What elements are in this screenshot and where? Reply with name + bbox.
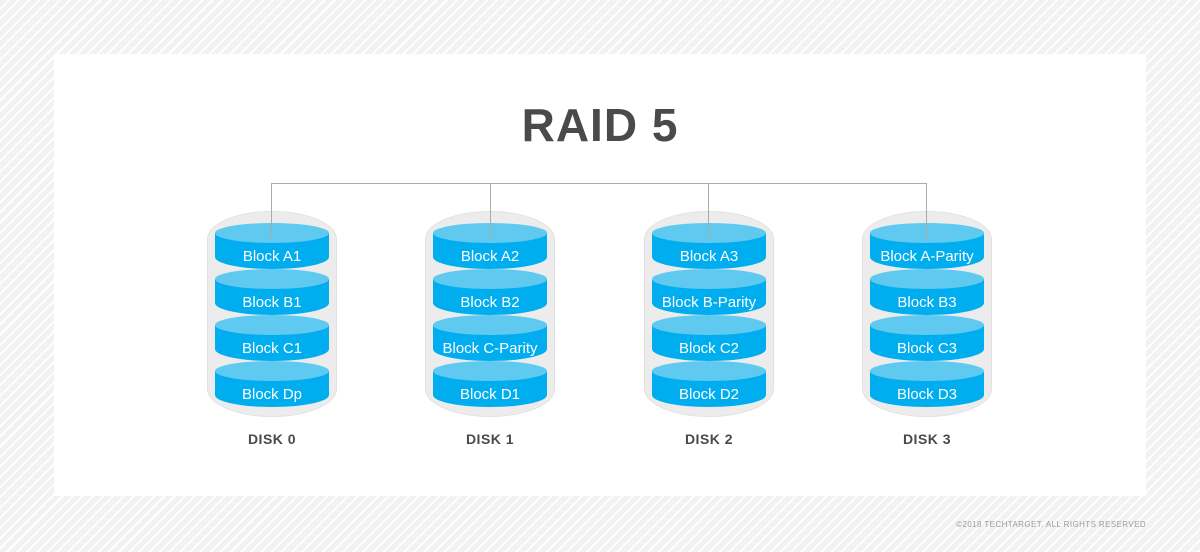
block-label: Block D2: [678, 385, 740, 403]
block-label: Block Dp: [241, 385, 303, 403]
disk-label: DISK 1: [465, 431, 515, 447]
disk-cylinder: Block A-Parity Block B3 Block C3 Block D…: [862, 211, 992, 417]
bus-line-horizontal: [272, 183, 927, 184]
copyright-text: ©2018 TECHTARGET. ALL RIGHTS RESERVED: [956, 520, 1146, 529]
disk-label: DISK 3: [902, 431, 952, 447]
block-label: Block C1: [241, 339, 303, 357]
disk-block: Block D2: [652, 361, 766, 407]
block-label: Block B3: [897, 293, 957, 311]
disk-column-3: Block A-Parity Block B3 Block C3 Block D…: [862, 211, 992, 447]
bus-line-drop-disk3: [926, 183, 927, 239]
bus-line-drop-disk2: [708, 183, 709, 239]
disk-block: Block A-Parity: [870, 223, 984, 269]
disk-block: Block B1: [215, 269, 329, 315]
block-label: Block C2: [678, 339, 740, 357]
block-label: Block D3: [896, 385, 958, 403]
block-label: Block A1: [242, 247, 302, 265]
disk-block: Block C1: [215, 315, 329, 361]
disk-block: Block B-Parity: [652, 269, 766, 315]
block-label: Block C3: [896, 339, 958, 357]
disk-label: DISK 0: [247, 431, 297, 447]
disk-cylinder: Block A2 Block B2 Block C-Parity Block D…: [425, 211, 555, 417]
disk-block: Block C-Parity: [433, 315, 547, 361]
disk-cylinder: Block A3 Block B-Parity Block C2 Block D…: [644, 211, 774, 417]
block-label: Block D1: [459, 385, 521, 403]
disk-block: Block D1: [433, 361, 547, 407]
block-label: Block B-Parity: [661, 293, 757, 311]
block-label: Block C-Parity: [442, 339, 538, 357]
disk-block: Block B3: [870, 269, 984, 315]
disk-block: Block Dp: [215, 361, 329, 407]
disk-block: Block A1: [215, 223, 329, 269]
bus-line-drop-disk1: [490, 183, 491, 239]
diagram-card: RAID 5 Block A1 Block B1 Block C1 Block …: [54, 54, 1146, 496]
disk-cylinder: Block A1 Block B1 Block C1 Block Dp: [207, 211, 337, 417]
disk-block: Block D3: [870, 361, 984, 407]
disk-column-1: Block A2 Block B2 Block C-Parity Block D…: [425, 211, 555, 447]
disk-column-0: Block A1 Block B1 Block C1 Block Dp DISK…: [207, 211, 337, 447]
disk-block: Block B2: [433, 269, 547, 315]
block-label: Block A3: [679, 247, 739, 265]
disk-block: Block C3: [870, 315, 984, 361]
block-label: Block B2: [460, 293, 520, 311]
disk-column-2: Block A3 Block B-Parity Block C2 Block D…: [644, 211, 774, 447]
block-label: Block B1: [242, 293, 302, 311]
bus-line-drop-disk0: [271, 183, 272, 239]
diagram-title: RAID 5: [521, 99, 679, 151]
block-label: Block A-Parity: [880, 247, 974, 265]
disk-block: Block C2: [652, 315, 766, 361]
block-label: Block A2: [460, 247, 520, 265]
disk-block: Block A3: [652, 223, 766, 269]
disk-label: DISK 2: [684, 431, 734, 447]
